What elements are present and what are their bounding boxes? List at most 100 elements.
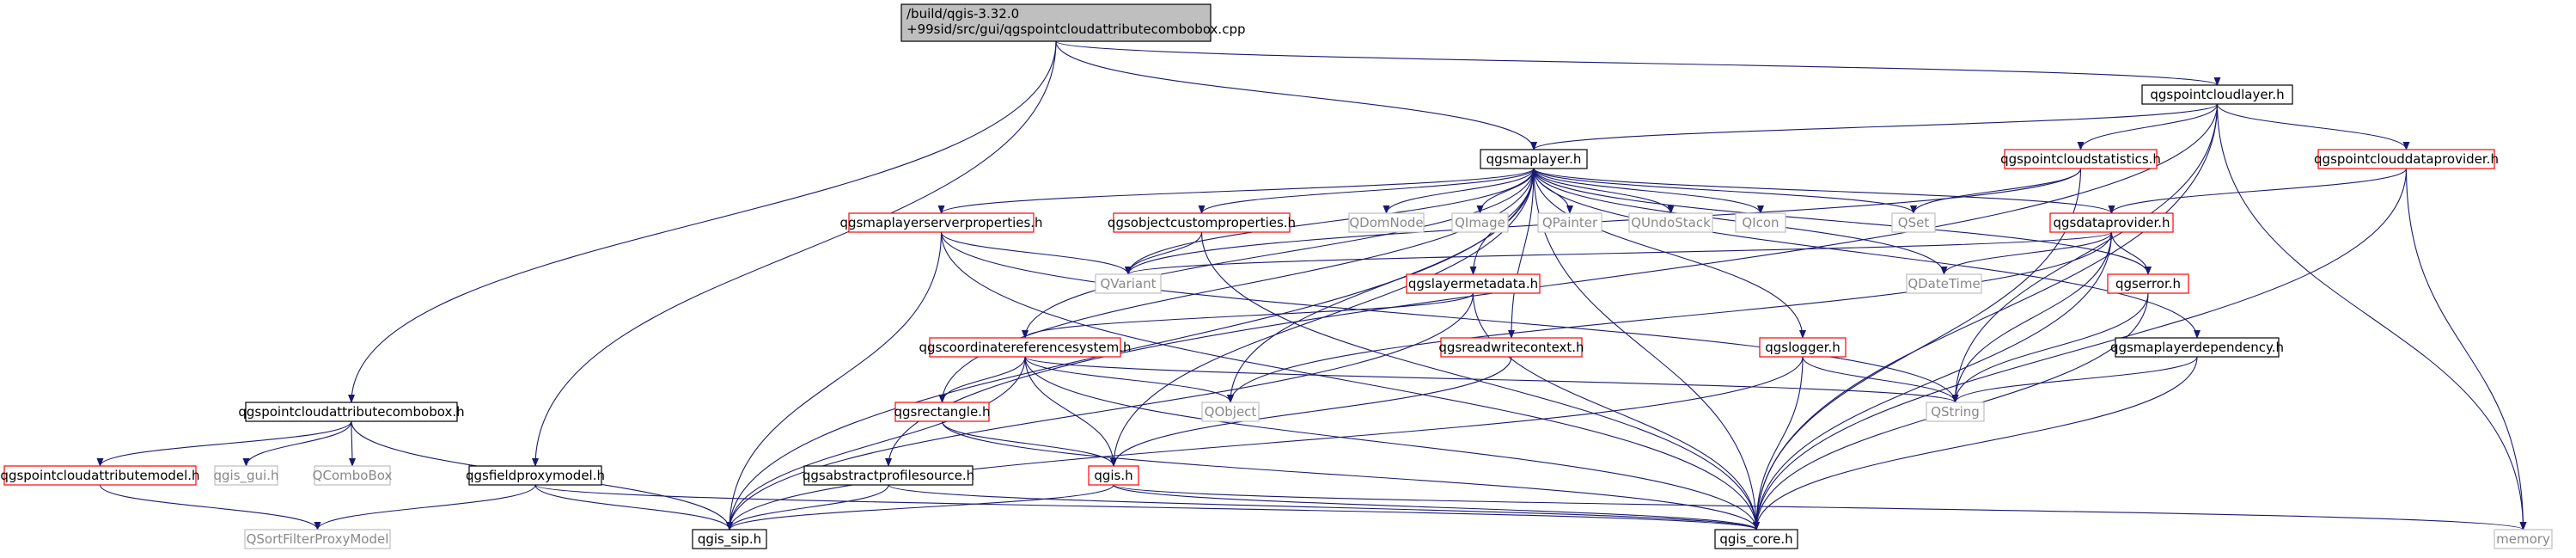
node-crs[interactable]: qgscoordinatereferencesystem.h bbox=[919, 337, 1132, 358]
node-layer: /build/qgis-3.32.0+99sid/src/gui/qgspoin… bbox=[0, 3, 2553, 549]
edge-logger-to-qgiscore bbox=[1753, 356, 1804, 530]
node-qdatetime-label-0: QDateTime bbox=[1908, 276, 1980, 291]
node-qgish-label-0: qgis.h bbox=[1094, 468, 1132, 483]
edge-pcstatistics-to-qgiscore bbox=[1753, 168, 2082, 530]
node-pointcloudlayer[interactable]: qgspointcloudlayer.h bbox=[2141, 84, 2293, 105]
node-qstring: QString bbox=[1926, 402, 1985, 422]
edge-pointcloudlayer-to-pcdataprovider bbox=[2216, 103, 2410, 150]
edge-logger-to-qgissip bbox=[726, 356, 1804, 530]
edge-maplayer-to-readwritecontext bbox=[1508, 168, 1535, 339]
edge-combobox-to-qgisgui bbox=[242, 420, 352, 467]
node-root-box bbox=[900, 3, 1212, 42]
node-pcdataprovider[interactable]: qgspointclouddataprovider.h bbox=[2314, 149, 2499, 169]
node-qpainter: QPainter bbox=[1537, 212, 1602, 233]
edge-crs-to-qstring bbox=[1024, 356, 1959, 403]
node-qundostack: QUndoStack bbox=[1628, 212, 1713, 233]
edge-root-to-fieldproxy bbox=[532, 40, 1057, 467]
node-qicon-label-0: QIcon bbox=[1742, 215, 1779, 230]
node-rectangle[interactable]: qgsrectangle.h bbox=[894, 402, 991, 422]
edge-profilesource-to-qgiscore bbox=[888, 484, 1760, 530]
node-customprops[interactable]: qgsobjectcustomproperties.h bbox=[1108, 212, 1296, 233]
node-layerdependency[interactable]: qgsmaplayerdependency.h bbox=[2110, 337, 2284, 358]
node-customprops-label-0: qgsobjectcustomproperties.h bbox=[1108, 215, 1296, 230]
node-dataprovider-label-0: qgsdataprovider.h bbox=[2053, 215, 2170, 230]
edge-pcstatistics-to-qset bbox=[1910, 168, 2082, 214]
node-qgissip[interactable]: qgis_sip.h bbox=[692, 529, 767, 549]
node-serverprops-label-0: qgsmaplayerserverproperties.h bbox=[839, 215, 1042, 230]
node-qgish[interactable]: qgis.h bbox=[1088, 465, 1139, 486]
node-qgserror[interactable]: qgserror.h bbox=[2107, 273, 2189, 294]
node-logger[interactable]: qgslogger.h bbox=[1759, 337, 1847, 358]
node-qgiscore[interactable]: qgis_core.h bbox=[1714, 529, 1798, 549]
node-qicon-box bbox=[1735, 212, 1786, 233]
edge-dataprovider-to-qobject bbox=[1227, 231, 2113, 403]
node-profilesource-box bbox=[803, 465, 974, 486]
edge-layerdependency-to-qgiscore bbox=[1753, 356, 2198, 530]
edge-crs-to-qgiscore bbox=[1024, 356, 1760, 530]
edge-crs-to-qobject bbox=[1024, 356, 1234, 403]
edge-root-to-maplayer bbox=[1055, 40, 1537, 150]
edge-crs-to-qgish bbox=[1024, 356, 1117, 467]
edge-pointcloudlayer-to-profilesource bbox=[885, 103, 2219, 467]
edge-pointcloudlayer-to-maplayer bbox=[1530, 103, 2219, 150]
edge-maplayer-to-qgish bbox=[1110, 168, 1535, 467]
node-profilesource[interactable]: qgsabstractprofilesource.h bbox=[803, 465, 974, 486]
edge-maplayer-to-qdomnode bbox=[1383, 168, 1535, 214]
node-memory: memory bbox=[2494, 529, 2553, 549]
node-serverprops[interactable]: qgsmaplayerserverproperties.h bbox=[839, 212, 1043, 233]
edge-attrmodel-to-sortfilter bbox=[99, 484, 321, 530]
edge-maplayer-to-rectangle bbox=[938, 168, 1535, 403]
edge-dataprovider-to-qgserror bbox=[2110, 231, 2152, 275]
node-pointcloudlayer-box bbox=[2141, 84, 2293, 105]
edge-dataprovider-to-qdatetime bbox=[1940, 231, 2113, 275]
node-root[interactable]: /build/qgis-3.32.0+99sid/src/gui/qgspoin… bbox=[900, 3, 1245, 42]
node-combobox[interactable]: qgspointcloudattributecombobox.h bbox=[238, 402, 465, 422]
edge-pcdataprovider-to-dataprovider bbox=[2108, 168, 2408, 214]
node-qstring-label-0: QString bbox=[1931, 404, 1980, 420]
node-qgisgui-label-0: qgis_gui.h bbox=[214, 468, 279, 484]
edge-maplayer-to-qgissip bbox=[726, 168, 1535, 530]
edge-fieldproxy-to-qgissip bbox=[534, 484, 733, 530]
node-sortfilter-box bbox=[244, 529, 391, 549]
node-qdomnode-box bbox=[1348, 212, 1425, 233]
node-layerdependency-box bbox=[2115, 337, 2280, 358]
node-root-label-1: +99sid/src/gui/qgspointcloudattributecom… bbox=[906, 21, 1245, 37]
edge-dataprovider-to-qstring bbox=[1951, 231, 2113, 403]
node-crs-box bbox=[929, 337, 1121, 358]
node-memory-box bbox=[2494, 529, 2553, 549]
node-dataprovider[interactable]: qgsdataprovider.h bbox=[2049, 212, 2174, 233]
edge-maplayer-to-qvariant bbox=[1125, 168, 1535, 275]
node-attrmodel[interactable]: qgspointcloudattributemodel.h bbox=[0, 465, 200, 486]
node-layermetadata[interactable]: qgslayermetadata.h bbox=[1406, 273, 1541, 294]
edge-maplayer-to-layerdependency bbox=[1533, 168, 2201, 339]
node-qgisgui-box bbox=[214, 465, 278, 486]
node-qcombobox-label-0: QComboBox bbox=[313, 468, 393, 483]
node-readwritecontext[interactable]: qgsreadwritecontext.h bbox=[1438, 337, 1584, 358]
node-pcstatistics[interactable]: qgspointcloudstatistics.h bbox=[2000, 149, 2161, 169]
edge-maplayer-to-qgiscore bbox=[1533, 168, 1760, 530]
edge-maplayer-to-dataprovider bbox=[1533, 168, 2115, 214]
edge-pcdataprovider-to-qgiscore bbox=[1753, 168, 2408, 530]
node-combobox-box bbox=[245, 402, 458, 422]
node-dataprovider-box bbox=[2049, 212, 2174, 233]
node-qvariant: QVariant bbox=[1095, 273, 1162, 294]
edge-maplayer-to-qundostack bbox=[1533, 168, 1675, 214]
node-qcombobox: QComboBox bbox=[313, 465, 393, 486]
edge-pcdataprovider-to-memory bbox=[2405, 168, 2527, 530]
node-qdatetime: QDateTime bbox=[1906, 273, 1982, 294]
edge-layermetadata-to-crs bbox=[1022, 292, 1474, 339]
node-rectangle-label-0: qgsrectangle.h bbox=[894, 404, 991, 420]
node-fieldproxy[interactable]: qgsfieldproxymodel.h bbox=[466, 465, 605, 486]
node-maplayer[interactable]: qgsmaplayer.h bbox=[1480, 149, 1588, 169]
edge-pointcloudlayer-to-pcstatistics bbox=[2077, 103, 2219, 150]
node-profilesource-label-0: qgsabstractprofilesource.h bbox=[803, 468, 974, 483]
node-qgish-box bbox=[1088, 465, 1139, 486]
node-layermetadata-box bbox=[1406, 273, 1541, 294]
edge-rectangle-to-qgiscore bbox=[941, 420, 1760, 530]
node-qimage-label-0: QImage bbox=[1455, 215, 1505, 230]
edge-root-to-pointcloudlayer bbox=[1055, 40, 2221, 86]
node-qundostack-label-0: QUndoStack bbox=[1631, 215, 1711, 230]
node-qvariant-box bbox=[1095, 273, 1162, 294]
node-serverprops-box bbox=[848, 212, 1035, 233]
